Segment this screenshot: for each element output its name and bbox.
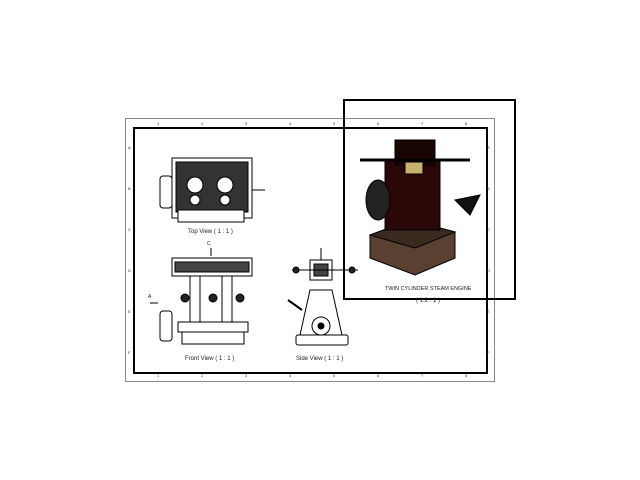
zone-label-side: F	[487, 350, 490, 355]
zone-label-side: A	[128, 145, 131, 150]
top-view[interactable]	[159, 157, 265, 223]
zone-label-side: A	[487, 145, 490, 150]
zone-label-side: B	[487, 186, 490, 191]
isometric-view[interactable]	[360, 139, 481, 276]
section-marker-c: C	[207, 241, 211, 247]
side-view[interactable]	[287, 248, 358, 346]
iso-view-title: TWIN CYLINDER STEAM ENGINE	[385, 286, 472, 292]
zone-label-top: 1	[157, 121, 160, 126]
zone-label-top: 4	[289, 373, 292, 378]
side-view-label: Side View ( 1 : 1 )	[296, 356, 344, 362]
zone-label-top: 3	[245, 373, 248, 378]
zone-label-side: C	[128, 227, 131, 232]
front-view[interactable]	[150, 248, 253, 345]
zone-label-top: 5	[333, 121, 336, 126]
zone-label-top: 6	[377, 121, 380, 126]
zone-label-side: E	[128, 309, 131, 314]
zone-label-side: D	[128, 268, 131, 273]
zone-label-top: 7	[421, 373, 424, 378]
zone-label-side: B	[128, 186, 131, 191]
zone-label-top: 2	[201, 121, 204, 126]
front-view-label: Front View ( 1 : 1 )	[185, 356, 235, 362]
zone-label-top: 8	[465, 121, 468, 126]
zone-label-top: 2	[201, 373, 204, 378]
section-marker-a: A	[148, 294, 152, 300]
iso-view-scale: ( 1.2 : 1 )	[416, 298, 441, 304]
selection-rectangle	[343, 99, 516, 300]
drawing-frame	[133, 127, 488, 374]
top-view-label: Top View ( 1 : 1 )	[188, 229, 233, 235]
zone-label-top: 7	[421, 121, 424, 126]
zone-label-top: 4	[289, 121, 292, 126]
zone-label-top: 5	[333, 373, 336, 378]
zone-label-top: 6	[377, 373, 380, 378]
zone-label-side: D	[487, 268, 490, 273]
zone-label-top: 1	[157, 373, 160, 378]
zone-label-side: C	[487, 227, 490, 232]
zone-label-side: F	[128, 350, 131, 355]
zone-label-side: E	[487, 309, 490, 314]
zone-label-top: 8	[465, 373, 468, 378]
zone-label-top: 3	[245, 121, 248, 126]
